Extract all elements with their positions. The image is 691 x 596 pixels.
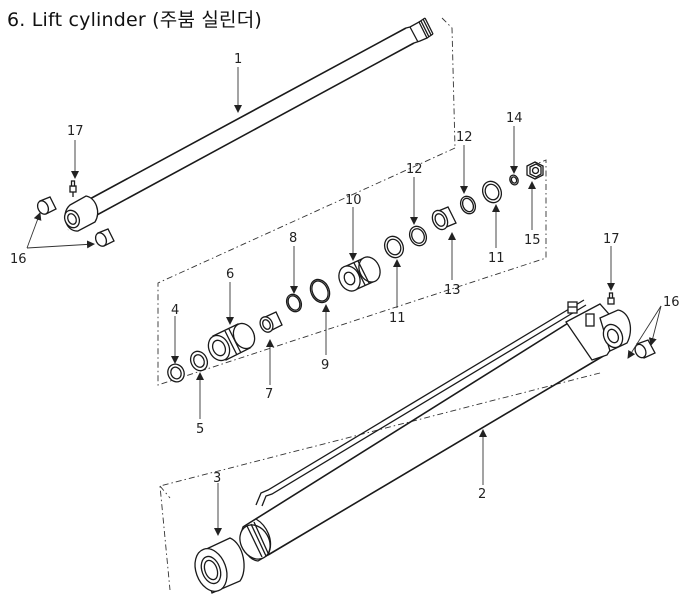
bushing-rod-right (94, 228, 115, 247)
part-label-15: 15 (524, 233, 541, 248)
backup-ring (189, 350, 209, 372)
part-label-11b: 11 (488, 251, 505, 266)
part-label-8: 8 (289, 231, 297, 246)
part-label-9: 9 (321, 358, 329, 373)
o-ring-large (309, 278, 331, 304)
bushing-tube-right (634, 339, 656, 359)
part-label-12b: 12 (456, 130, 473, 145)
part-label-17a: 17 (67, 124, 84, 139)
piston-seal-right (459, 195, 477, 215)
leader-lines (26, 67, 662, 536)
rod-seal (167, 363, 185, 383)
grease-nipple-tube (607, 292, 615, 305)
rod-gland (207, 322, 256, 362)
part-label-14: 14 (506, 111, 523, 126)
part-label-6: 6 (226, 267, 234, 282)
part-label-3: 3 (213, 471, 221, 486)
bushing-rod-left (36, 196, 57, 215)
wear-ring-right (481, 180, 503, 204)
part-label-2: 2 (478, 487, 486, 502)
piston-seal-left (408, 225, 428, 247)
part-numbers: 1 2 3 4 5 6 7 8 9 10 11 11 12 12 13 14 1… (10, 52, 680, 502)
part-label-10: 10 (345, 193, 362, 208)
part-label-13: 13 (444, 283, 461, 298)
part-label-16a: 16 (10, 252, 27, 267)
part-label-12a: 12 (406, 162, 423, 177)
part-label-5: 5 (196, 422, 204, 437)
wear-bushing (259, 311, 283, 333)
piston-rod (63, 17, 434, 232)
part-label-17b: 17 (603, 232, 620, 247)
cylinder-tube (239, 299, 632, 562)
part-label-11a: 11 (389, 311, 406, 326)
part-label-7: 7 (265, 387, 273, 402)
piston (338, 256, 381, 292)
grease-nipple-rod (69, 180, 77, 197)
assembly-guide-lines (67, 17, 601, 591)
wear-ring-left (383, 235, 405, 259)
o-ring-small (285, 293, 303, 313)
part-label-1: 1 (234, 52, 242, 67)
lock-nut (526, 161, 544, 180)
small-o-ring (509, 174, 519, 186)
spacer-collar (431, 206, 457, 231)
cylinder-head (194, 537, 245, 594)
part-label-16b: 16 (663, 295, 680, 310)
part-label-4: 4 (171, 303, 179, 318)
page-title: 6. Lift cylinder (주붐 실린더) (7, 9, 263, 31)
